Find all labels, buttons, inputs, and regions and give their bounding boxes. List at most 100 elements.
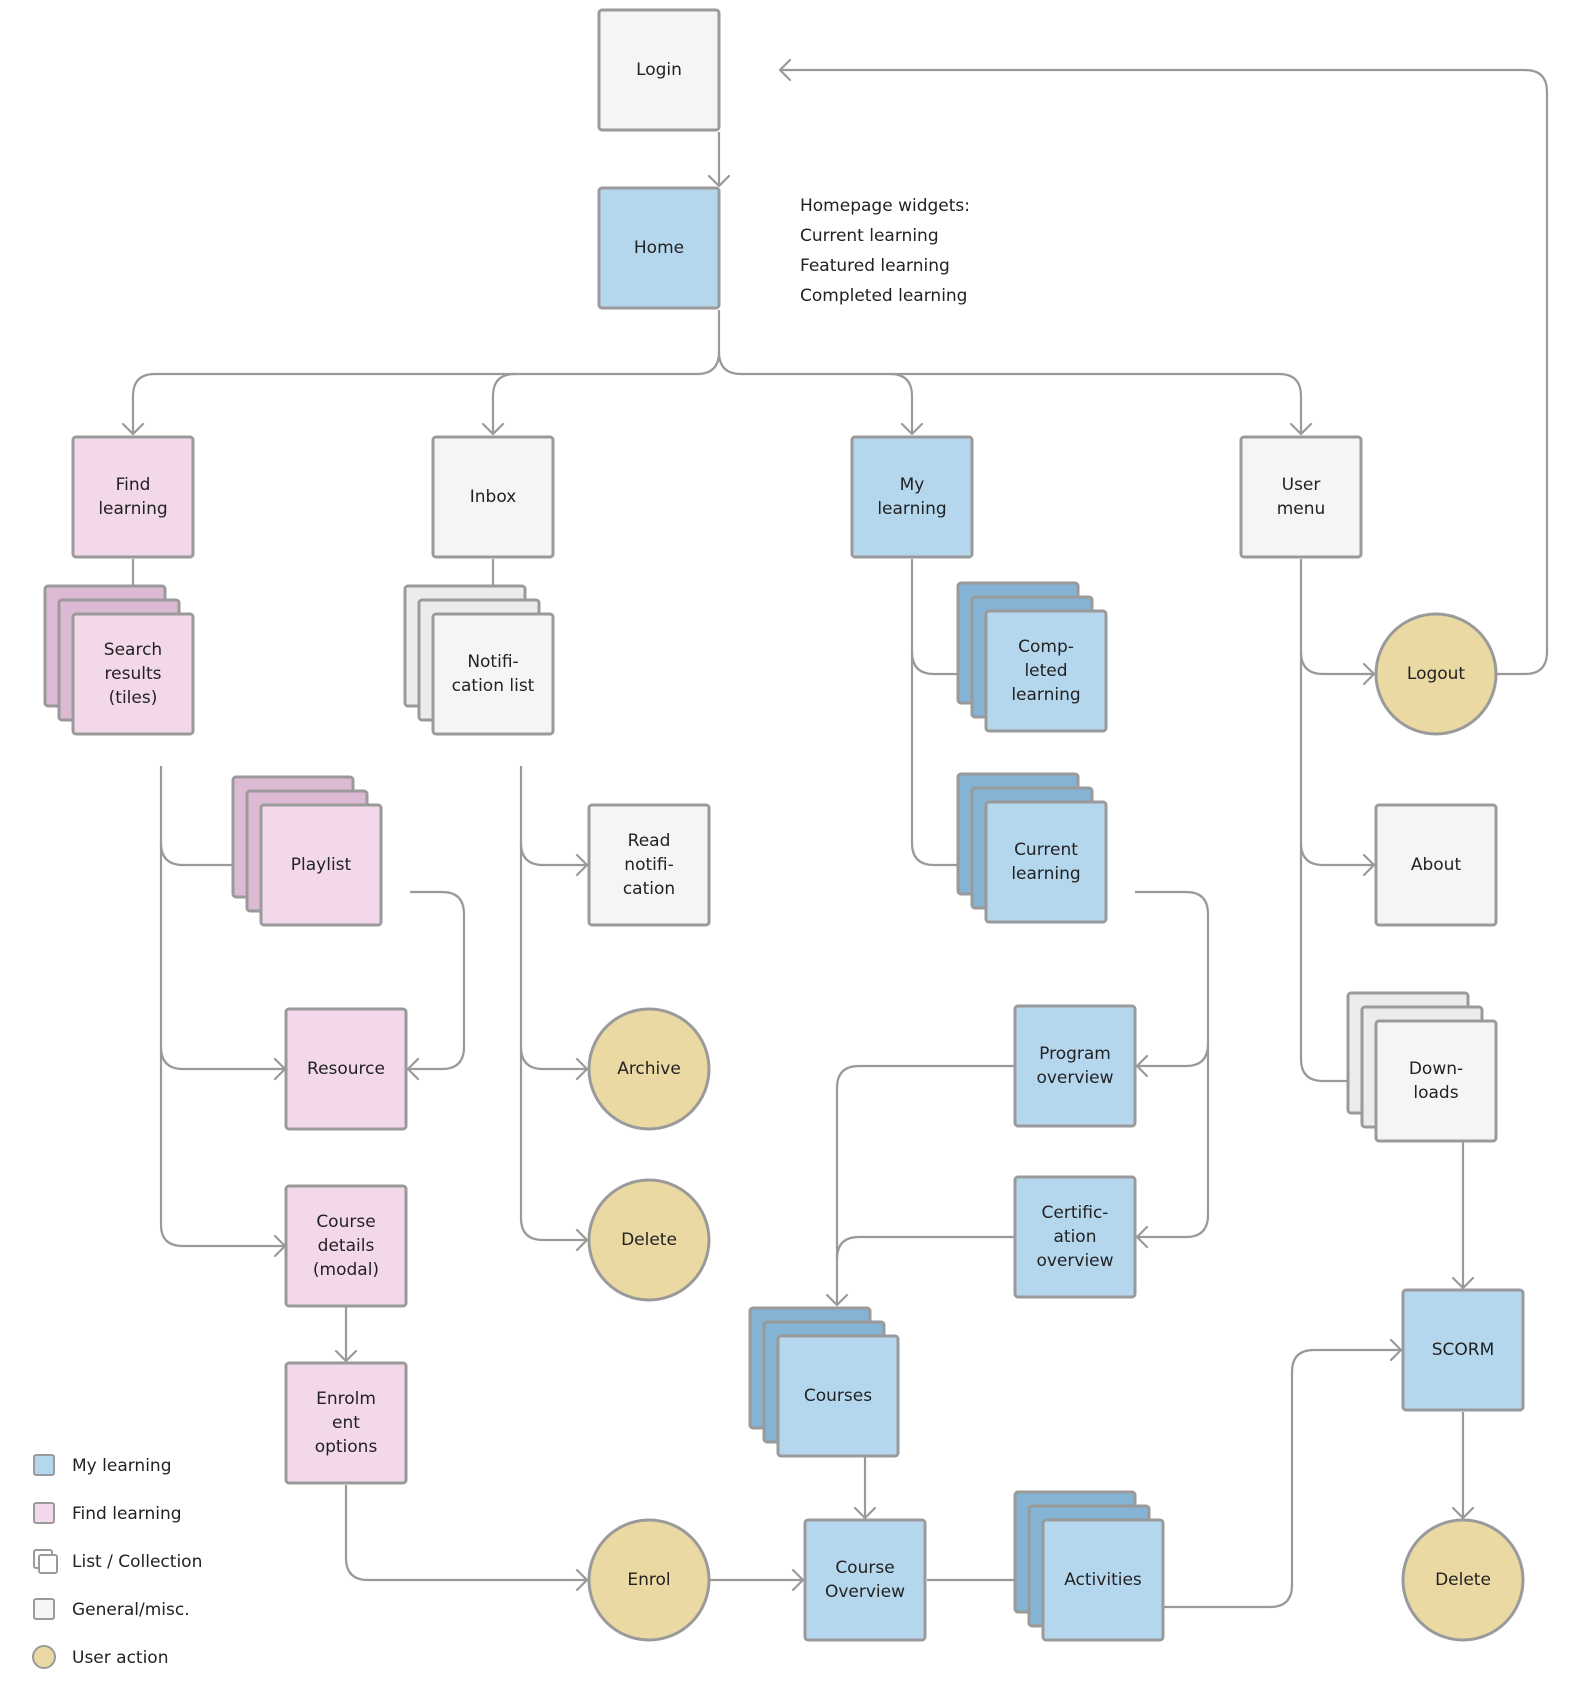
downloads-node: [1374, 1019, 1498, 1143]
legend-user-action-swatch: [32, 1645, 56, 1669]
legend-my-learning-label: My learning: [72, 1456, 172, 1476]
login-home-arrowhead: [707, 174, 731, 188]
logout-node: [1374, 612, 1498, 736]
legend-general-swatch: [33, 1598, 55, 1620]
conn-home-mylearning: [717, 351, 914, 434]
downloads-scorm-arrowhead: [1451, 1276, 1475, 1290]
archive-label: Archive: [617, 1059, 681, 1079]
search-results-node: [71, 612, 195, 736]
courses-overview-arrowhead: [853, 1506, 877, 1520]
playlist-resource-arrowhead: [406, 1057, 420, 1081]
resource-node: [284, 1007, 408, 1131]
program-overview-node: [1013, 1004, 1137, 1128]
home-inbox-arrowhead: [481, 422, 505, 436]
activities-node: [1041, 1518, 1165, 1642]
homepage-widgets-note: Homepage widgets:Current learningFeature…: [800, 196, 970, 306]
logout-login-arrowhead: [778, 58, 792, 82]
conn-usermenu-downloads: [1299, 559, 1374, 1083]
enrolment-options-node: [284, 1361, 408, 1485]
conn-current-program: [1137, 1043, 1210, 1068]
conn-cert-courses: [835, 1235, 1014, 1260]
enrolment-enrol-arrowhead: [575, 1568, 589, 1592]
playlist-node: [259, 803, 383, 927]
delete-scorm-node: [1401, 1518, 1525, 1642]
legend-find-learning-swatch: [33, 1502, 55, 1524]
usermenu-logout-arrowhead: [1362, 662, 1376, 686]
archive-node: [587, 1007, 711, 1131]
conn-search-playlist: [159, 842, 259, 867]
homepage-note-item: Current learning: [800, 226, 939, 246]
delete-notification-label: Delete: [621, 1230, 677, 1250]
inbox-node: [431, 435, 555, 559]
activities-scorm-arrowhead: [1389, 1338, 1403, 1362]
playlist-label: Playlist: [291, 855, 352, 875]
about-node: [1374, 803, 1498, 927]
conn-activities-scorm: [1163, 1348, 1401, 1609]
courses-label: Courses: [804, 1386, 872, 1406]
enrol-node: [587, 1518, 711, 1642]
notif-archive-arrowhead: [575, 1057, 589, 1081]
conn-home-find: [131, 310, 721, 434]
conn-program-courses: [835, 1064, 1014, 1305]
home-label: Home: [634, 238, 684, 258]
usermenu-about-arrowhead: [1362, 853, 1376, 877]
course-details-node: [284, 1184, 408, 1308]
conn-home-usermenu: [890, 372, 1303, 434]
conn-notif-archive: [519, 1046, 587, 1071]
login-label: Login: [636, 60, 682, 80]
courses-node: [776, 1334, 900, 1458]
current-learning-node: [984, 800, 1108, 924]
home-usermenu-arrowhead: [1289, 422, 1313, 436]
read-notification-node: [587, 803, 711, 927]
certification-overview-node: [1013, 1175, 1137, 1299]
details-enrolment-arrowhead: [334, 1349, 358, 1363]
delete-scorm-label: Delete: [1435, 1570, 1491, 1590]
activities-label: Activities: [1064, 1570, 1142, 1590]
scorm-delete-arrowhead: [1451, 1506, 1475, 1520]
current-cert-arrowhead: [1135, 1225, 1149, 1249]
conn-mylearning-completed: [910, 651, 984, 676]
my-learning-node: [850, 435, 974, 559]
enrol-overview-arrowhead: [791, 1568, 805, 1592]
conn-home-inbox: [491, 372, 516, 434]
scorm-label: SCORM: [1432, 1340, 1495, 1360]
conn-current-cert: [1135, 890, 1210, 1239]
completed-learning-node: [984, 609, 1108, 733]
delete-notification-node: [587, 1178, 711, 1302]
legend-my-learning-swatch: [33, 1454, 55, 1476]
user-menu-node: [1239, 435, 1363, 559]
login-node: [597, 8, 721, 132]
homepage-note-item: Completed learning: [800, 286, 967, 306]
about-label: About: [1411, 855, 1462, 875]
notification-list-node: [431, 612, 555, 736]
current-program-arrowhead: [1135, 1054, 1149, 1078]
legend-user-action-label: User action: [72, 1648, 168, 1668]
notif-read-arrowhead: [575, 853, 589, 877]
conn-usermenu-logout: [1299, 651, 1374, 676]
course-overview-node: [803, 1518, 927, 1642]
logout-label: Logout: [1407, 664, 1466, 684]
homepage-note-heading: Homepage widgets:: [800, 196, 970, 216]
enrol-label: Enrol: [627, 1570, 670, 1590]
home-node: [597, 186, 721, 310]
downloads-label: Down-loads: [1409, 1059, 1463, 1103]
conn-notif-read: [519, 842, 587, 867]
conn-mylearning-current: [910, 559, 984, 867]
notification-list-label: Notifi-cation list: [452, 652, 535, 696]
legend-general-label: General/misc.: [72, 1600, 190, 1620]
notif-delete-arrowhead: [575, 1228, 589, 1252]
